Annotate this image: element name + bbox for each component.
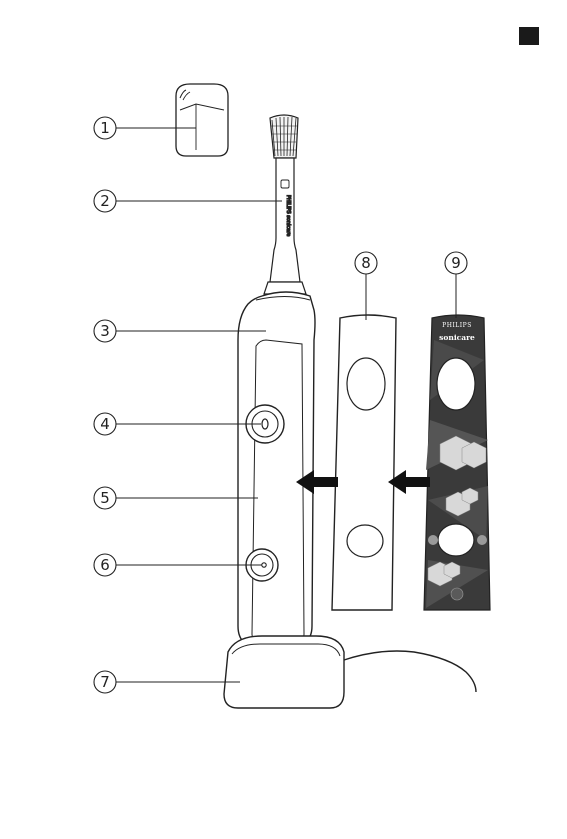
callout-5-label: 5 — [100, 489, 110, 507]
callout-3-label: 3 — [100, 322, 110, 340]
charger — [224, 636, 344, 708]
brush-head: PHILIPS sonicare — [264, 115, 306, 294]
charger-cord — [344, 651, 476, 692]
brush-head-brand-text: PHILIPS sonicare — [285, 195, 291, 236]
callout-6-label: 6 — [100, 556, 110, 574]
callout-9-label: 9 — [451, 254, 461, 272]
skin-brand-line-2: sonicare — [439, 333, 475, 342]
decorated-handle-skin: PHILIPS sonicare — [424, 315, 490, 610]
skin-brand-line-1: PHILIPS — [442, 322, 472, 329]
corner-square-marker — [519, 27, 539, 45]
handle — [238, 292, 315, 648]
callout-1-label: 1 — [100, 119, 110, 137]
protective-cap — [176, 84, 228, 156]
callout-8-label: 8 — [361, 254, 371, 272]
callout-7-label: 7 — [100, 673, 110, 691]
callout-4-label: 4 — [100, 415, 110, 433]
callout-2-label: 2 — [100, 192, 110, 210]
white-handle-skin — [332, 315, 396, 610]
